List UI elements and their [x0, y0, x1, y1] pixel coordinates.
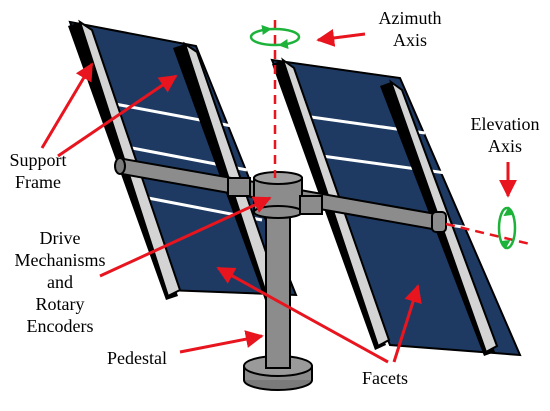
elevation-axis	[445, 206, 531, 250]
callout-arrows	[40, 29, 517, 364]
pedestal-label: Pedestal	[107, 348, 167, 368]
left-frame-rail-outer	[78, 19, 182, 298]
elevation-label-line2: Axis	[488, 136, 522, 156]
drive-pointer-arrow	[99, 196, 272, 278]
drive-label-line3: and	[47, 272, 73, 292]
azimuth-label-line2: Axis	[393, 30, 427, 50]
support-frame-label-line1: Support	[9, 150, 66, 170]
elevation-shaft-end-left	[114, 157, 126, 175]
facets-pointer-arrow-2	[392, 284, 422, 363]
elevation-shaft-cap	[431, 211, 447, 233]
azimuth-rotation-icon	[249, 27, 301, 47]
hub-top	[253, 171, 303, 185]
drive-label-line5: Encoders	[27, 316, 94, 336]
hub-bottom	[253, 205, 303, 219]
azimuth-axis	[249, 20, 301, 178]
facets-pointer-arrow-1	[216, 266, 389, 364]
facets-label: Facets	[362, 368, 408, 388]
pedestal-pointer-arrow	[179, 330, 264, 354]
support-frame-pointer-arrow-2	[57, 74, 178, 158]
pedestal-column	[265, 209, 291, 369]
drive-label-line1: Drive	[40, 228, 81, 248]
hub-side-right	[299, 195, 323, 215]
hub-side-left	[227, 177, 251, 197]
support-frame-label-line2: Frame	[15, 172, 61, 192]
azimuth-pointer-arrow	[316, 29, 366, 47]
drive-label-line4: Rotary	[36, 294, 85, 314]
pedestal	[243, 209, 313, 391]
drive-label-line2: Mechanisms	[15, 250, 106, 270]
support-frame-pointer-arrow-1	[40, 62, 94, 149]
labels: Azimuth Axis Elevation Axis Support Fram…	[9, 8, 539, 388]
azimuth-label-line1: Azimuth	[379, 8, 442, 28]
elevation-label-line1: Elevation	[471, 114, 540, 134]
